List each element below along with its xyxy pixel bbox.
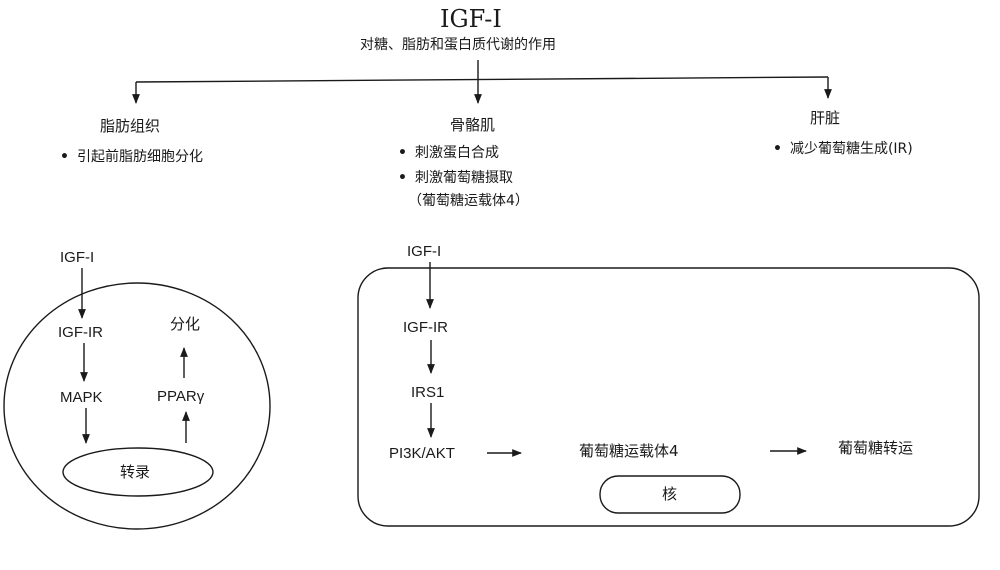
branch-label-liver: 肝脏	[810, 109, 841, 127]
muscle-effect-text: 刺激蛋白合成	[414, 145, 499, 161]
muscle-irs1-node: IRS1	[411, 384, 445, 401]
muscle-effect-item: • 刺激葡萄糖摄取	[398, 171, 513, 185]
adipose-pparg-node: PPARγ	[157, 388, 205, 405]
muscle-effect-item: • 刺激蛋白合成	[398, 146, 499, 160]
branch-label-muscle: 骨骼肌	[450, 116, 496, 134]
bullet-icon: •	[398, 145, 407, 161]
adipose-igf-node: IGF-I	[60, 249, 95, 266]
muscle-effect-text: 刺激葡萄糖摄取	[414, 170, 513, 186]
liver-effect-item: • 减少葡萄糖生成(IR)	[773, 142, 913, 156]
branch-bar	[135, 76, 829, 83]
muscle-receptor-node: IGF-IR	[403, 319, 448, 336]
adipose-nucleus-outline	[62, 447, 214, 497]
adipose-differentiation-node: 分化	[170, 315, 201, 333]
muscle-igf-node: IGF-I	[407, 243, 442, 260]
bullet-icon: •	[773, 141, 782, 157]
adipose-effect-text: 引起前脂肪细胞分化	[76, 149, 203, 165]
adipose-nucleus-label: 转录	[120, 463, 151, 481]
muscle-nucleus-outline	[599, 475, 741, 514]
bullet-icon: •	[60, 149, 69, 165]
adipose-effect-item: • 引起前脂肪细胞分化	[60, 150, 203, 164]
adipose-receptor-node: IGF-IR	[58, 324, 103, 341]
muscle-nucleus-label: 核	[662, 485, 678, 503]
diagram-subtitle: 对糖、脂肪和蛋白质代谢的作用	[360, 37, 556, 53]
muscle-pi3k-node: PI3K/AKT	[389, 445, 455, 462]
muscle-cell-outline	[357, 267, 980, 527]
diagram-title: IGF-I	[440, 5, 502, 33]
branch-label-adipose: 脂肪组织	[100, 117, 161, 135]
liver-effect-text: 减少葡萄糖生成(IR)	[789, 141, 913, 157]
adipose-cell-outline	[3, 282, 271, 530]
bullet-icon: •	[398, 170, 407, 186]
muscle-glucose-transport-node: 葡萄糖转运	[838, 439, 914, 457]
muscle-transporter-node: 葡萄糖运载体4	[579, 442, 679, 460]
adipose-mapk-node: MAPK	[60, 389, 103, 406]
muscle-effect-note: （葡萄糖运载体4）	[408, 193, 529, 209]
